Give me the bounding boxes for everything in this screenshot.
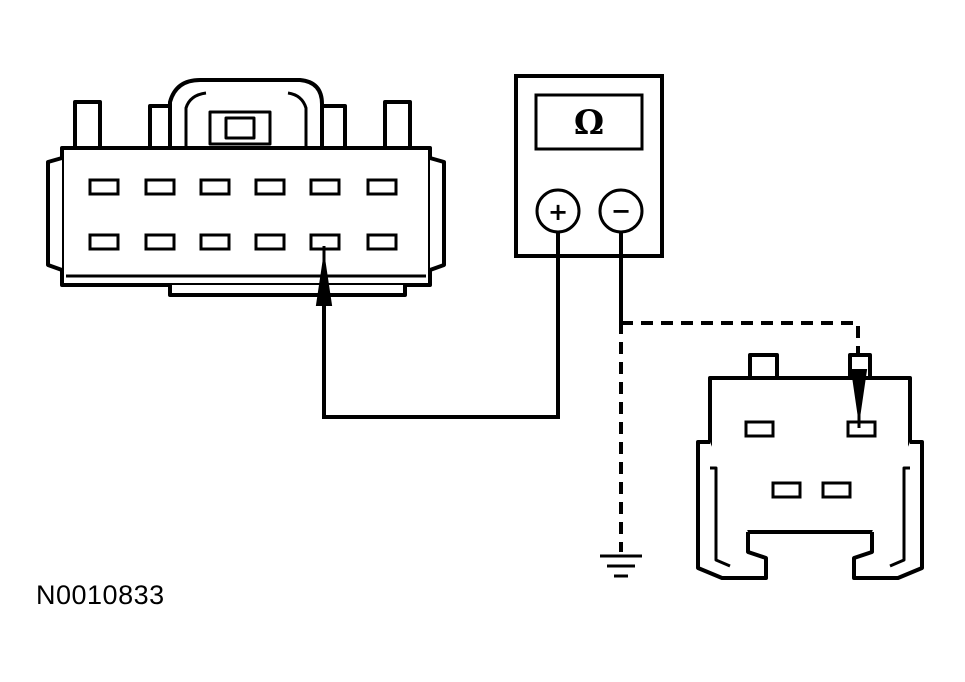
right-connector [696,353,924,580]
positive-terminal-label: + [548,198,568,226]
meter-display [534,93,644,151]
ground-symbol-icon [600,554,642,578]
meter-display-symbol: Ω [574,103,604,143]
multimeter: Ω + − [514,74,664,258]
test-probe-icon [850,369,868,428]
connector-dashed-lead [621,321,860,362]
test-probe-icon [315,246,333,306]
left-connector-pins [88,178,398,251]
right-connector-pins [744,420,877,499]
positive-test-lead [322,232,560,419]
negative-terminal-label: − [611,197,631,225]
figure-reference-id: N0010833 [36,580,165,610]
